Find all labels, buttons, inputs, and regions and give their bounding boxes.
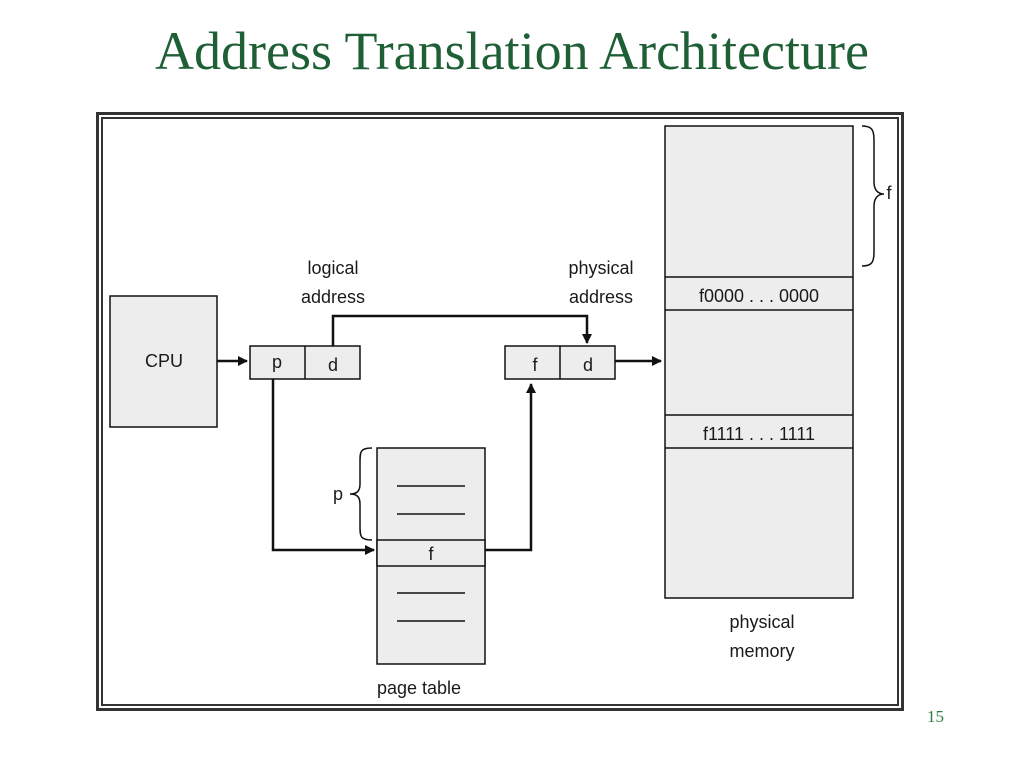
- slide-title: Address Translation Architecture: [155, 21, 869, 81]
- logical-d-field: d: [328, 355, 338, 375]
- page-table-entry: [376, 539, 486, 567]
- logical-p-field: p: [272, 352, 282, 372]
- physical-label-line1: physical: [568, 258, 633, 278]
- memory-frame-end: f1111 . . . 1111: [703, 424, 815, 444]
- offset-copy-arrow: [331, 314, 592, 346]
- physical-d-field: d: [583, 355, 593, 375]
- page-table-brace-label: p: [333, 484, 343, 504]
- logical-label-line2: address: [301, 287, 365, 307]
- diagram-frame-inner-border: [101, 117, 899, 706]
- physical-memory-label-line2: memory: [729, 641, 794, 661]
- memory-frame-start: f0000 . . . 0000: [699, 286, 819, 306]
- physical-memory-brace: [861, 125, 885, 267]
- page-table-entry-label: f: [428, 544, 434, 564]
- cpu-label: CPU: [145, 351, 183, 371]
- page-table-label: page table: [377, 678, 461, 698]
- physical-memory-box: [664, 125, 854, 599]
- frame-to-physical-arrow: [485, 383, 536, 552]
- p-to-page-table-arrow: [271, 379, 375, 555]
- physical-memory-brace-label: f: [886, 183, 892, 203]
- page-number: 15: [927, 707, 944, 726]
- logical-label-line1: logical: [307, 258, 358, 278]
- physical-memory-label-line1: physical: [729, 612, 794, 632]
- physical-label-line2: address: [569, 287, 633, 307]
- page-table-brace: [349, 447, 373, 541]
- cpu-box: [109, 295, 218, 428]
- physical-f-field: f: [532, 355, 538, 375]
